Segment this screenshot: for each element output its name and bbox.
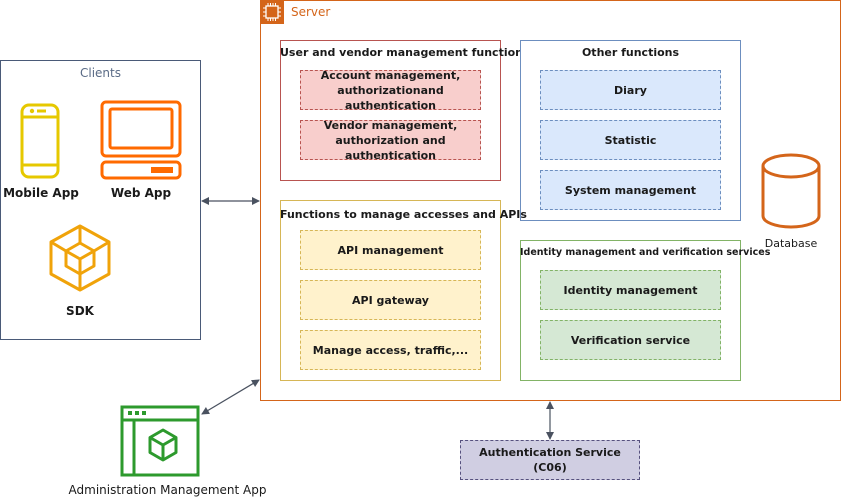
identity-verification-title: Identity management and verification ser… bbox=[520, 247, 771, 258]
other-functions-title: Other functions bbox=[581, 46, 680, 59]
identity-management-label: Identity management bbox=[563, 283, 698, 297]
user-vendor-management-title: User and vendor management functions bbox=[280, 46, 530, 59]
manage-access-traffic-box: Manage access, traffic,... bbox=[300, 330, 481, 370]
cube-icon bbox=[49, 224, 111, 292]
api-gateway-label: API gateway bbox=[352, 293, 429, 307]
database-cylinder-icon bbox=[761, 153, 821, 229]
web-app-label: Web App bbox=[110, 186, 172, 200]
identity-management-box: Identity management bbox=[540, 270, 721, 310]
clients-title: Clients bbox=[80, 66, 121, 80]
admin-app-label: Administration Management App bbox=[68, 483, 267, 497]
sdk-label: SDK bbox=[66, 304, 94, 318]
browser-cube-icon bbox=[120, 405, 200, 477]
verification-service-box: Verification service bbox=[540, 320, 721, 360]
chip-icon bbox=[260, 0, 284, 24]
diary-label: Diary bbox=[614, 83, 647, 97]
mobile-phone-icon bbox=[20, 103, 60, 179]
clients-container bbox=[0, 60, 201, 340]
statistic-label: Statistic bbox=[604, 133, 657, 147]
access-api-title: Functions to manage accesses and APIs bbox=[280, 208, 527, 221]
authentication-service-box: Authentication Service (C06) bbox=[460, 440, 640, 480]
server-title: Server bbox=[291, 5, 331, 19]
desktop-computer-icon bbox=[100, 100, 182, 180]
server-container bbox=[260, 0, 841, 401]
vendor-management-label: Vendor management, authorization and aut… bbox=[323, 118, 458, 162]
database-label: Database bbox=[764, 237, 818, 250]
admin-server-connector bbox=[201, 379, 260, 415]
verification-service-label: Verification service bbox=[570, 333, 691, 347]
api-gateway-box: API gateway bbox=[300, 280, 481, 320]
vendor-management-box: Vendor management, authorization and aut… bbox=[300, 118, 481, 162]
system-management-box: System management bbox=[540, 170, 721, 210]
account-management-box: Account management, authorizationand aut… bbox=[300, 68, 481, 112]
authentication-service-label: Authentication Service (C06) bbox=[479, 446, 621, 474]
statistic-box: Statistic bbox=[540, 120, 721, 160]
system-management-label: System management bbox=[564, 183, 697, 197]
api-management-label: API management bbox=[337, 243, 444, 257]
mobile-app-label: Mobile App bbox=[3, 186, 79, 200]
api-management-box: API management bbox=[300, 230, 481, 270]
account-management-label: Account management, authorizationand aut… bbox=[320, 68, 461, 112]
diary-box: Diary bbox=[540, 70, 721, 110]
manage-access-traffic-label: Manage access, traffic,... bbox=[312, 343, 469, 357]
